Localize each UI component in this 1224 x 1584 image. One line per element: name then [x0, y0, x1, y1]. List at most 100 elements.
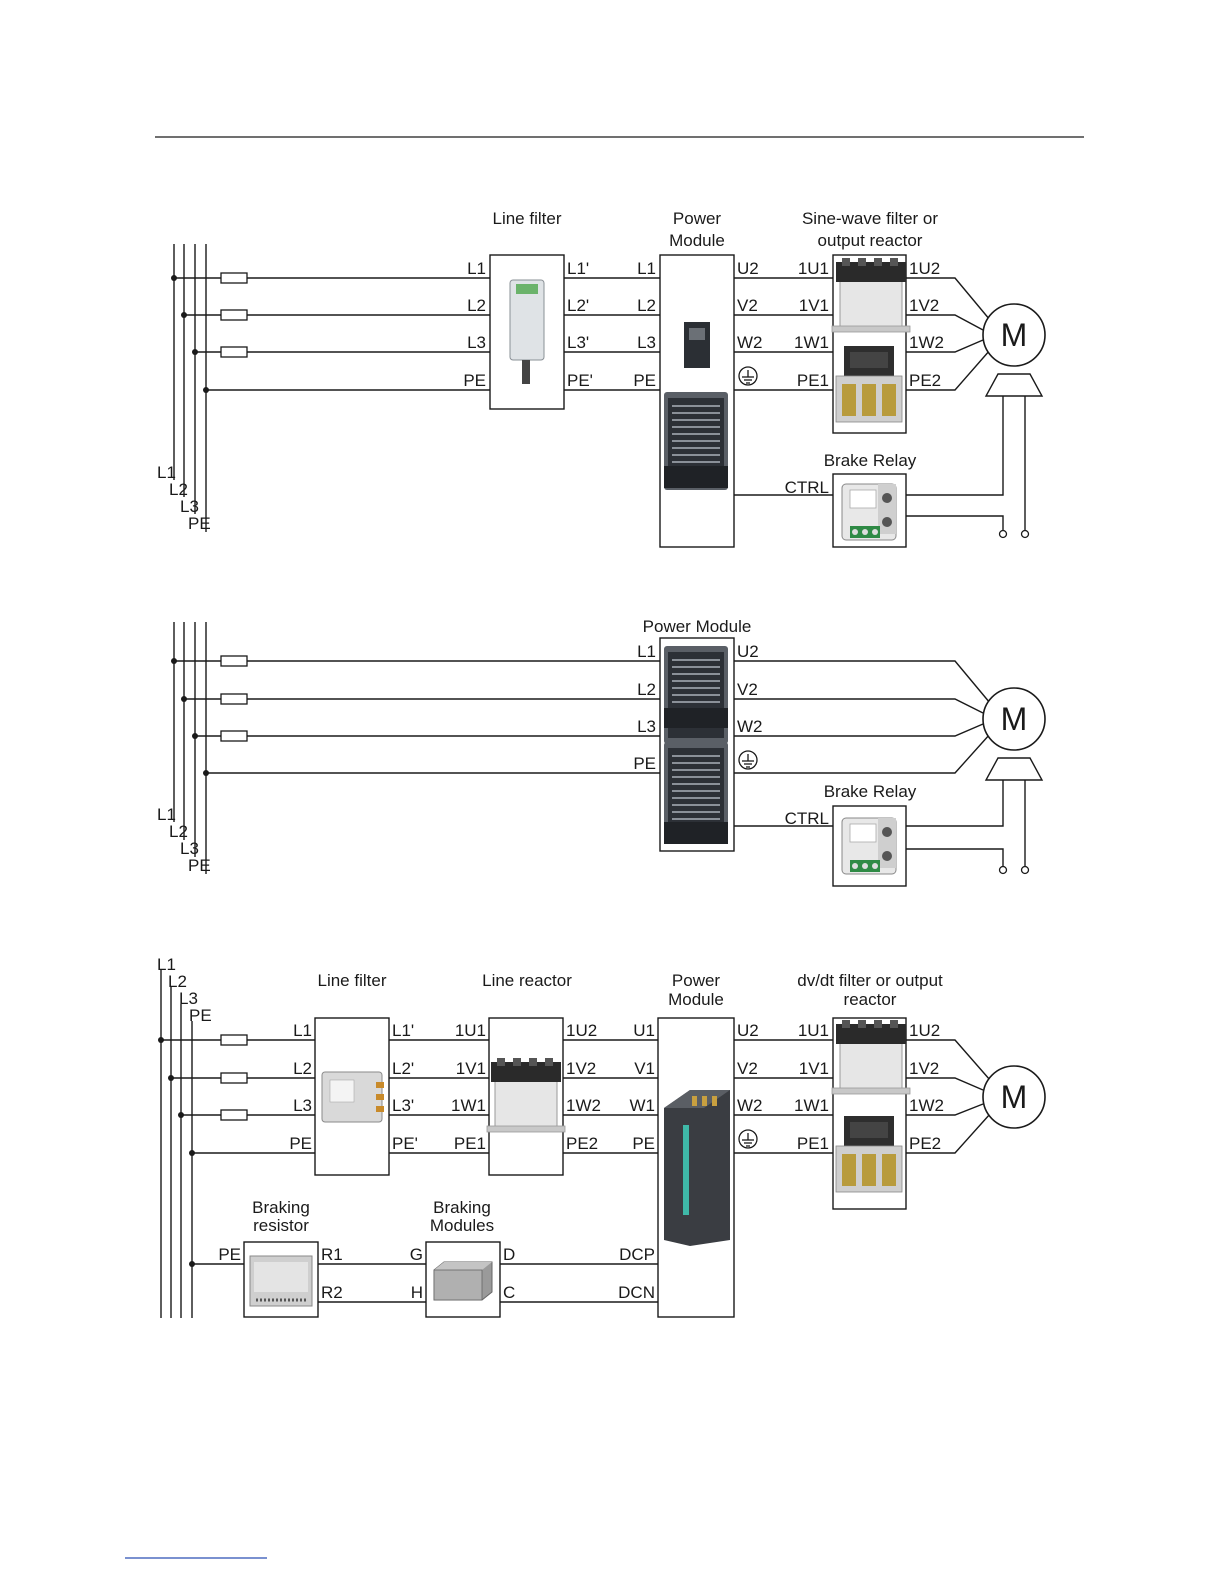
- d3-braking-modules-title: Braking: [433, 1198, 491, 1217]
- terminal-label: PE: [632, 1134, 655, 1153]
- ground-icon: [738, 750, 758, 770]
- line-filter-icon: [321, 1071, 384, 1123]
- terminal-label: 1V1: [456, 1059, 486, 1078]
- terminal-label: CTRL: [785, 809, 829, 828]
- terminal-label: PE2: [909, 371, 941, 390]
- terminal-label: V2: [737, 680, 758, 699]
- fuse-icon: [220, 346, 248, 358]
- d1-bus-label: L2: [169, 480, 188, 499]
- brake-relay-icon: [841, 483, 897, 541]
- terminal-label: 1W2: [566, 1096, 601, 1115]
- terminal-label: 1W1: [794, 1096, 829, 1115]
- terminal-label: 1U2: [566, 1021, 597, 1040]
- terminal-label: W2: [737, 717, 763, 736]
- motor-icon: [982, 1065, 1046, 1129]
- motor-icon: [982, 687, 1046, 751]
- fuse-icon: [220, 272, 248, 284]
- terminal-label: PE': [392, 1134, 418, 1153]
- d1-sine-title: Sine-wave filter or: [802, 209, 938, 228]
- terminal-label: L3: [637, 717, 656, 736]
- motor-label: M: [1001, 317, 1028, 353]
- terminal-label: 1U1: [798, 259, 829, 278]
- diagram-3: L1 L2 L3 PE: [157, 955, 1046, 1318]
- d1-bus-label: L3: [180, 497, 199, 516]
- d3-dvdt-title: dv/dt filter or output: [797, 971, 943, 990]
- line-filter-icon: [509, 279, 545, 384]
- terminal-label: PE: [463, 371, 486, 390]
- diagram-2: L1 L2 L3 PE Power: [157, 617, 1046, 887]
- terminal-label: PE: [633, 371, 656, 390]
- terminal-label: 1W2: [909, 333, 944, 352]
- terminal-label: V2: [737, 296, 758, 315]
- reactor-icon: [486, 1057, 566, 1133]
- d3-bus-label: PE: [189, 1006, 212, 1025]
- d2-bus-label: L2: [169, 822, 188, 841]
- d1-sine-title: output reactor: [818, 231, 923, 250]
- terminal-label: V1: [634, 1059, 655, 1078]
- terminal-label: R1: [321, 1245, 343, 1264]
- d3-pm-title: Module: [668, 990, 724, 1009]
- d2-pm-title: Power Module: [643, 617, 752, 636]
- d3-bus-label: L3: [179, 989, 198, 1008]
- terminal-label: L1: [637, 642, 656, 661]
- terminal-label: L3': [567, 333, 589, 352]
- terminal-label: 1V2: [909, 1059, 939, 1078]
- terminal-label: PE': [567, 371, 593, 390]
- terminal-label: PE2: [566, 1134, 598, 1153]
- fuse-icon: [220, 655, 248, 667]
- d3-braking-resistor-title: resistor: [253, 1216, 309, 1235]
- motor-brake-icon: [985, 757, 1043, 781]
- terminal-label: L3: [467, 333, 486, 352]
- terminal-label: 1V1: [799, 1059, 829, 1078]
- terminal-label: G: [410, 1245, 423, 1264]
- terminal-label: 1U1: [798, 1021, 829, 1040]
- terminal-label: W2: [737, 333, 763, 352]
- brake-relay-icon: [841, 817, 897, 875]
- motor-label: M: [1001, 1079, 1028, 1115]
- terminal-label: L2': [392, 1059, 414, 1078]
- terminal-label: L3': [392, 1096, 414, 1115]
- fuse-icon: [220, 309, 248, 321]
- terminal-label: PE: [218, 1245, 241, 1264]
- fuse-icon: [220, 1072, 248, 1084]
- terminal-label: 1U1: [455, 1021, 486, 1040]
- terminal-label: W1: [630, 1096, 656, 1115]
- terminal-label: PE1: [797, 1134, 829, 1153]
- d2-bus-label: L3: [180, 839, 199, 858]
- d2-wires: [174, 660, 1026, 866]
- terminal-label: CTRL: [785, 478, 829, 497]
- terminal-label: U2: [737, 259, 759, 278]
- d3-braking-modules-title: Modules: [430, 1216, 494, 1235]
- d1-line-filter-title: Line filter: [493, 209, 562, 228]
- power-module-icon: [684, 322, 710, 368]
- choke-icon: [835, 1115, 903, 1193]
- terminal-label: PE2: [909, 1134, 941, 1153]
- terminal-label: L3: [637, 333, 656, 352]
- power-module-icon: [664, 1090, 730, 1246]
- terminal-label: 1V2: [909, 296, 939, 315]
- terminal-label: 1V1: [799, 296, 829, 315]
- d2-bus-label: PE: [188, 856, 211, 875]
- fuse-icon: [220, 693, 248, 705]
- fuse-icon: [220, 1109, 248, 1121]
- terminal-label: C: [503, 1283, 515, 1302]
- terminal-label: PE: [289, 1134, 312, 1153]
- terminal-label: R2: [321, 1283, 343, 1302]
- d3-wires: [161, 1039, 991, 1303]
- fuse-icon: [220, 1034, 248, 1046]
- d2-bus-label: L1: [157, 805, 176, 824]
- reactor-icon: [831, 1019, 911, 1095]
- d3-line-reactor-title: Line reactor: [482, 971, 572, 990]
- d3-supply-bus: [160, 970, 193, 1318]
- terminal-label: PE1: [454, 1134, 486, 1153]
- terminal-label: L2: [467, 296, 486, 315]
- fuse-icon: [220, 730, 248, 742]
- terminal-label: 1V2: [566, 1059, 596, 1078]
- choke-icon: [835, 345, 903, 423]
- terminal-label: L2: [637, 296, 656, 315]
- reactor-icon: [831, 257, 911, 333]
- d1-brake-relay-title: Brake Relay: [824, 451, 917, 470]
- d1-bus-label: L1: [157, 463, 176, 482]
- terminal-label: DCP: [619, 1245, 655, 1264]
